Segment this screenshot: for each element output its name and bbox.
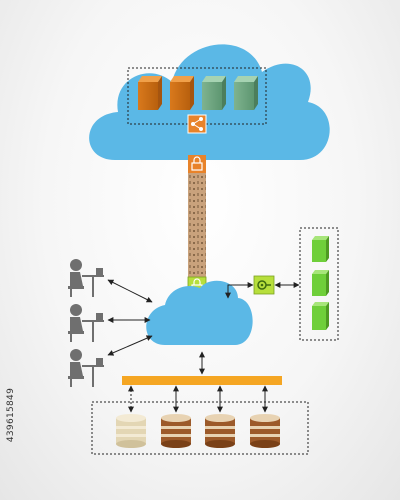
cloud-server-4 (234, 76, 258, 110)
cloud-server-1 (138, 76, 162, 110)
network-bus (122, 376, 282, 385)
lock-icon (188, 155, 206, 173)
side-server-1 (312, 236, 329, 262)
middle-cloud (146, 280, 253, 345)
database-group (91, 401, 309, 455)
firewall-tower (188, 173, 206, 277)
side-server-3 (312, 302, 329, 330)
person-at-desk-icon (68, 259, 104, 297)
person-at-desk-icon-2 (68, 304, 104, 342)
database-icon-2 (161, 414, 191, 448)
cloud-server-3 (202, 76, 226, 110)
image-id-label: 439615849 (6, 387, 16, 443)
cloud-server-2 (170, 76, 194, 110)
connector-user-1 (107, 279, 153, 303)
connector-cloud-settings (225, 282, 254, 299)
settings-icon (253, 275, 275, 295)
side-server-2 (312, 270, 329, 296)
connector-user-3 (107, 335, 153, 356)
share-icon (187, 114, 207, 134)
database-icon-1 (116, 414, 146, 448)
database-icon-3 (205, 414, 235, 448)
person-at-desk-icon-3 (68, 349, 104, 387)
database-icon-4 (250, 414, 280, 448)
side-server-rack (299, 227, 339, 341)
